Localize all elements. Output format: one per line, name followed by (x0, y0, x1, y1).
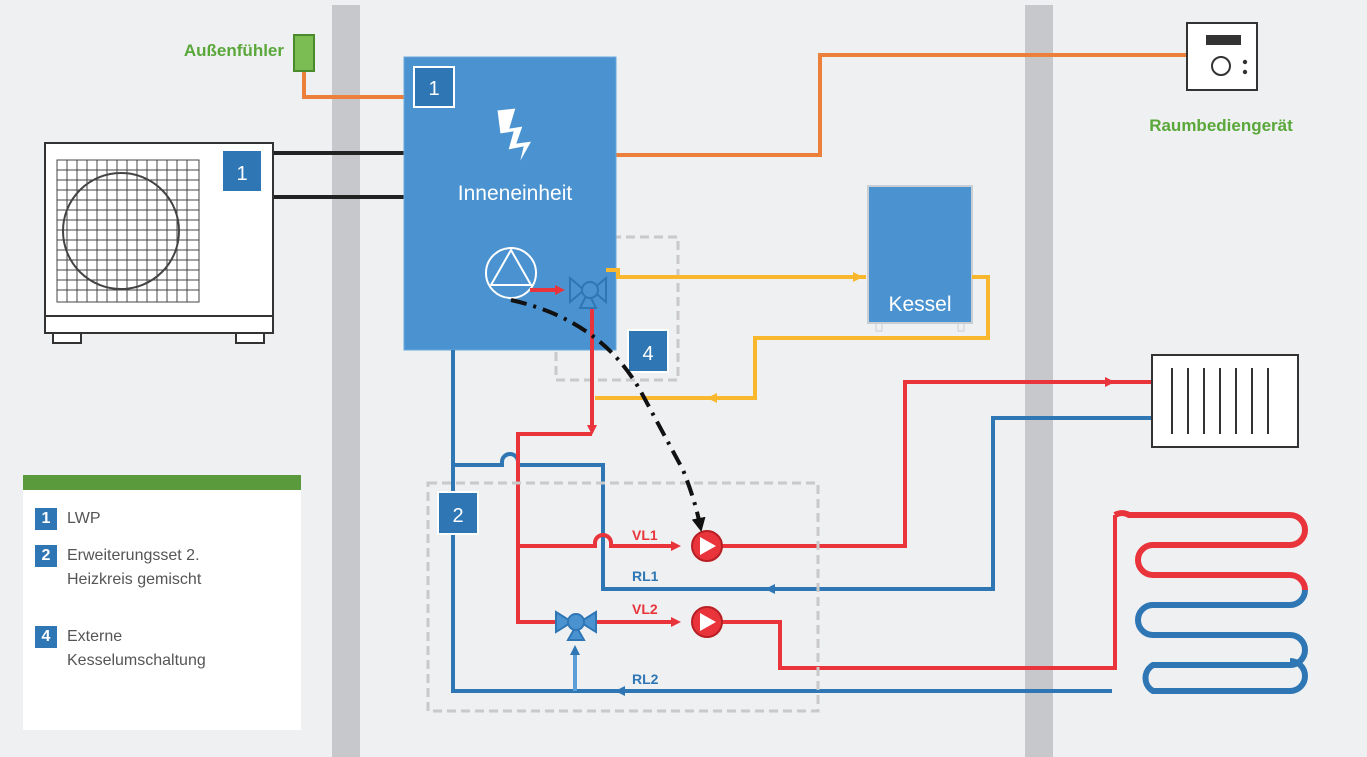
control-signal-line (510, 298, 706, 532)
legend: 1 LWP 2 Erweiterungsset 2. Heizkreis gem… (23, 475, 301, 730)
badge-indoor-unit: 1 (413, 66, 455, 108)
boiler-switch-box (554, 235, 680, 382)
extension-set-box (426, 481, 820, 713)
three-way-valve-icon (569, 275, 607, 309)
sensor-wire (302, 70, 404, 99)
rl2-label: RL2 (632, 671, 659, 687)
legend-item-lwp: 1 LWP (35, 508, 289, 531)
outdoor-sensor-label: Außenfühler (184, 41, 284, 60)
badge-outdoor-unit: 1 (221, 149, 263, 193)
legend-number: 4 (35, 626, 57, 648)
floor-heating-supply-pipe (722, 515, 1117, 670)
vl2-label: VL2 (632, 601, 658, 617)
radiator-supply-pipe (722, 380, 1152, 548)
supply-distribution-pipe (516, 432, 592, 624)
badge-boiler-switch-label: 4 (642, 343, 653, 365)
badge-extension-set-label: 2 (452, 505, 463, 527)
vl1-pipe (518, 533, 681, 551)
badge-boiler-switch: 4 (627, 329, 669, 373)
badge-indoor-unit-label: 1 (428, 78, 439, 100)
room-controller-icon (1186, 22, 1258, 91)
badge-outdoor-unit-label: 1 (236, 163, 247, 185)
rl1-label: RL1 (632, 568, 659, 584)
radiator-icon (1151, 354, 1299, 448)
electricity-icon (496, 107, 533, 165)
room-controller-wire (616, 53, 1187, 157)
vl1-label: VL1 (632, 527, 658, 543)
boiler-foot-right (957, 322, 965, 332)
legend-number: 1 (35, 508, 57, 530)
return-bridge-pipe (453, 416, 1152, 591)
legend-text: Erweiterungsset 2. Heizkreis gemischt (67, 547, 202, 588)
indoor-unit-label: Inneneinheit (458, 182, 573, 205)
legend-item-boiler-switch: 4 Externe Kesselumschaltung (35, 626, 289, 673)
outdoor-sensor-icon (293, 34, 315, 72)
boiler-foot-left (875, 322, 883, 332)
wall-left (332, 5, 360, 757)
return-main-pipe (451, 350, 1112, 693)
legend-item-extension-set: 2 Erweiterungsset 2. Heizkreis gemischt (35, 545, 289, 592)
legend-text: Externe Kesselumschaltung (67, 628, 206, 669)
legend-number: 2 (35, 545, 57, 567)
pump-vl1-icon (691, 530, 723, 562)
floor-heating-coil-red (1113, 510, 1308, 591)
room-controller-label: Raumbediengerät (1149, 116, 1293, 135)
boiler-supply-pipe (606, 268, 866, 279)
boiler-label: Kessel (888, 293, 951, 316)
compressor-icon (485, 247, 537, 299)
pump-vl2-icon (691, 606, 723, 638)
floor-heating-coil-blue (1135, 589, 1308, 694)
legend-text: LWP (67, 510, 101, 527)
mixing-valve-icon (555, 610, 597, 641)
boiler (867, 185, 973, 324)
badge-extension-set: 2 (437, 491, 479, 535)
